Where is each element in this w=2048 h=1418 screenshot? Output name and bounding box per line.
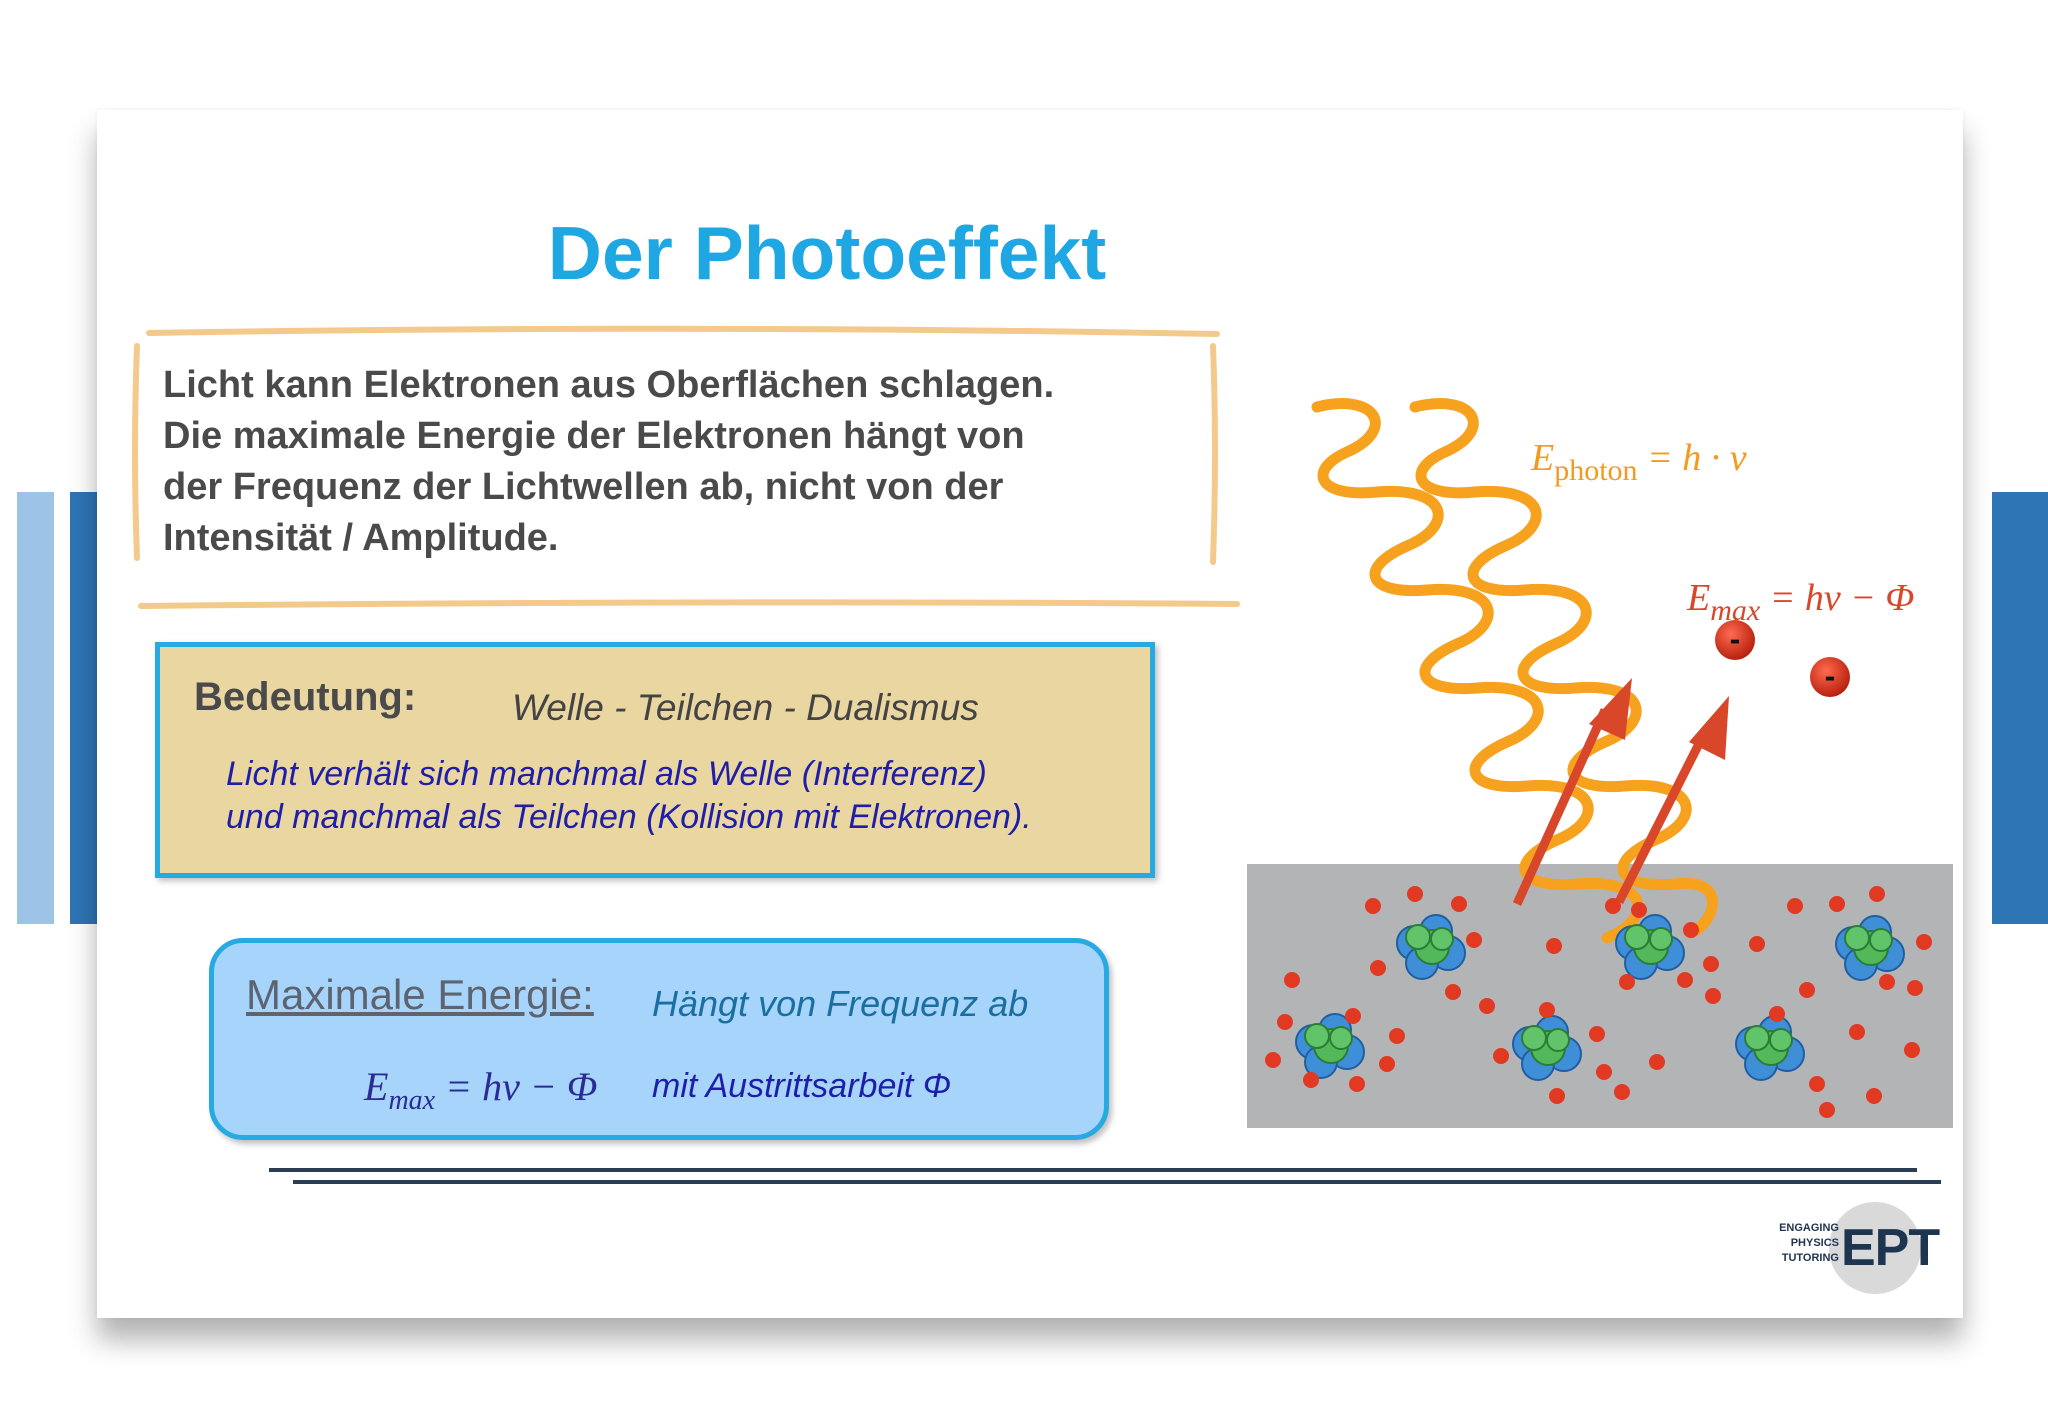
max-energie-box: Maximale Energie: Hängt von Frequenz ab … bbox=[209, 938, 1109, 1140]
emax-equation: Emax = hν − Φ bbox=[1686, 577, 1914, 627]
austrittsarbeit-text: mit Austrittsarbeit Φ bbox=[652, 1067, 952, 1105]
intro-line: der Frequenz der Lichtwellen ab, nicht v… bbox=[163, 466, 1004, 508]
max-energie-dependency: Hängt von Frequenz ab bbox=[652, 983, 1029, 1024]
photon-eq-rhs: = h · ν bbox=[1638, 437, 1747, 479]
side-bar-dark-right bbox=[1992, 492, 2048, 924]
emitted-electron: - bbox=[1810, 657, 1850, 697]
emax-eq-subscript: max bbox=[1710, 594, 1761, 627]
photon-eq-subscript: photon bbox=[1554, 454, 1637, 487]
bedeutung-text: Licht verhält sich manchmal als Welle (I… bbox=[226, 753, 1032, 839]
side-bar-light-left bbox=[17, 492, 54, 924]
logo-tagline: ENGAGING PHYSICS TUTORING bbox=[1767, 1221, 1839, 1266]
electron-sign: - bbox=[1825, 658, 1836, 694]
logo-ept-text: EPT bbox=[1841, 1219, 1940, 1277]
formula-symbol: E bbox=[364, 1064, 389, 1109]
logo-line: TUTORING bbox=[1781, 1252, 1839, 1264]
bedeutung-line: und manchmal als Teilchen (Kollision mit… bbox=[226, 798, 1032, 836]
electron-sign: - bbox=[1730, 621, 1741, 657]
footer-rule-1 bbox=[269, 1168, 1917, 1172]
emitted-electron: - bbox=[1715, 620, 1755, 660]
intro-line: Die maximale Energie der Elektronen häng… bbox=[163, 415, 1025, 457]
max-energie-label: Maximale Energie: bbox=[246, 971, 594, 1018]
electron-arrow-2 bbox=[1614, 725, 1712, 905]
emax-eq-symbol: E bbox=[1686, 577, 1710, 619]
formula-rhs: = hν − Φ bbox=[435, 1064, 598, 1109]
emax-eq-rhs: = hν − Φ bbox=[1760, 577, 1914, 619]
intro-line: Licht kann Elektronen aus Oberflächen sc… bbox=[163, 364, 1055, 406]
max-energie-formula: Emax = hν − Φ bbox=[364, 1063, 597, 1117]
photon-energy-equation: Ephoton = h · ν bbox=[1530, 437, 1747, 487]
electron-arrow-2-head bbox=[1689, 696, 1729, 760]
footer-rule-2 bbox=[293, 1180, 1941, 1184]
slide-title: Der Photoeffekt bbox=[547, 211, 1107, 295]
slide: Der Photoeffekt Licht kann Elektronen au… bbox=[97, 110, 1963, 1318]
intro-line: Intensität / Amplitude. bbox=[163, 517, 559, 559]
side-bar-dark-left bbox=[70, 492, 97, 924]
bedeutung-subtitle: Welle - Teilchen - Dualismus bbox=[512, 687, 979, 728]
ept-logo: ENGAGING PHYSICS TUTORING EPT bbox=[1767, 1198, 1940, 1298]
logo-line: PHYSICS bbox=[1790, 1237, 1839, 1249]
electron-arrow-1-head bbox=[1589, 678, 1632, 740]
electron-arrow-1 bbox=[1512, 708, 1610, 906]
formula-subscript: max bbox=[388, 1085, 436, 1116]
logo-line: ENGAGING bbox=[1779, 1222, 1839, 1234]
photoeffect-diagram: - - bbox=[1247, 398, 1953, 1128]
bedeutung-line: Licht verhält sich manchmal als Welle (I… bbox=[226, 755, 987, 793]
photon-eq-symbol: E bbox=[1530, 437, 1554, 479]
logo-circle bbox=[1829, 1202, 1921, 1294]
intro-text: Licht kann Elektronen aus Oberflächen sc… bbox=[163, 360, 1203, 564]
bedeutung-label: Bedeutung: bbox=[194, 675, 417, 719]
free-electrons bbox=[1265, 886, 1932, 1118]
bedeutung-box: Bedeutung: Welle - Teilchen - Dualismus … bbox=[155, 642, 1155, 878]
